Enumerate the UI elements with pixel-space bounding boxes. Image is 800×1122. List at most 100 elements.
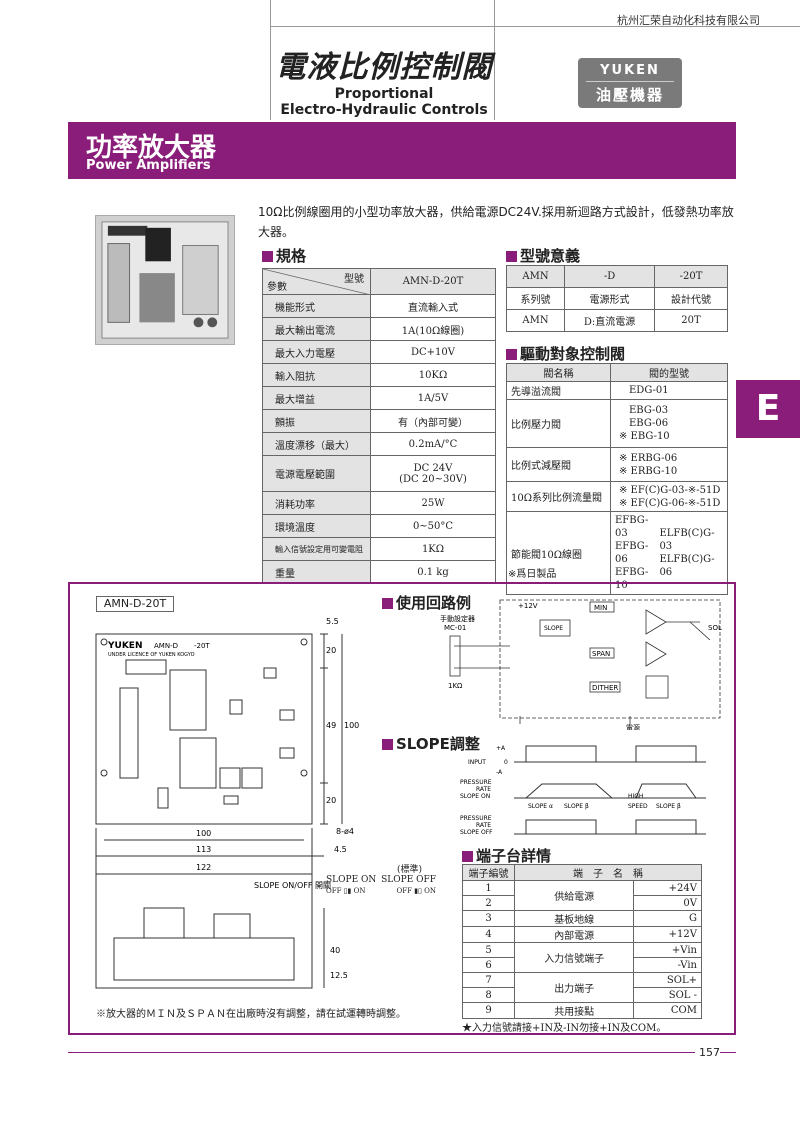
spec-value: 1KΩ: [370, 537, 496, 561]
model-cell: 電源形式: [564, 287, 656, 310]
model-heading-label: 型號意義: [520, 247, 581, 265]
terminal-heading-label: 端子台詳情: [476, 847, 552, 865]
slope-off-line: SLOPE OFF: [460, 829, 493, 836]
terminal-number: 1: [462, 880, 515, 896]
slope-input-label: INPUT: [468, 759, 486, 766]
model-heading: 型號意義: [506, 245, 580, 266]
banner-title: 功率放大器: [86, 133, 217, 163]
footer-rule: [68, 1052, 736, 1053]
spec-header-model: 型號: [344, 274, 364, 285]
terminal-signal: +Vin: [633, 942, 702, 958]
drive-valve-model: ※ EF(C)G-03-※-51D: [619, 484, 721, 496]
terminal-name: 基板地線: [513, 910, 635, 927]
model-cell: 設計代號: [654, 287, 728, 310]
slope-minus-a: -A: [496, 769, 503, 776]
spec-row: 溫度漂移（最大）0.2mA/°C: [262, 432, 496, 456]
switch-off-text: OFF: [396, 887, 412, 895]
terminal-signal: +24V: [633, 880, 702, 896]
spec-key: 最大入力電壓: [262, 340, 371, 364]
board-brand: YUKEN: [107, 641, 142, 651]
terminal-name: 內部電源: [513, 926, 635, 943]
terminal-number: 9: [462, 1002, 515, 1019]
drive-valve-model: ELFB(C)G-06: [659, 554, 715, 578]
dim-label: 5.5: [326, 617, 339, 626]
spec-value: 0.2mA/°C: [370, 432, 496, 456]
drive-valve-name: 先導溢流閥: [506, 381, 611, 400]
terminal-number: 8: [462, 987, 515, 1003]
slope-zero: 0: [504, 759, 508, 766]
spec-key: 消耗功率: [262, 491, 371, 515]
yuken-logo: YUKEN 油壓機器: [578, 58, 682, 108]
drive-valve-model: ※ ERBG-06: [619, 452, 678, 464]
terminal-number: 2: [462, 895, 515, 911]
terminal-number: 7: [462, 972, 515, 988]
dim-label: 8-ø4: [336, 827, 354, 836]
model-cell: -20T: [654, 265, 728, 288]
drive-valve-model: ※ EF(C)G-06-※-51D: [619, 497, 721, 509]
slope-timing-chart: +A 0 -A INPUT PRESSURE RATE SLOPE ON SLO…: [460, 745, 706, 836]
section-tab-e[interactable]: E: [736, 380, 800, 438]
slope-alpha: SLOPE α: [528, 803, 553, 810]
spec-key: 顫振: [262, 409, 371, 433]
terminal-signal: SOL -: [633, 987, 702, 1003]
dim-label: 122: [196, 863, 211, 872]
spec-key: 輸入信號設定用可變電阻: [262, 537, 371, 561]
page-subtitle: Proportional Electro-Hydraulic Controls: [272, 86, 496, 118]
drive-valve-models: ※ EF(C)G-03-※-51D ※ EF(C)G-06-※-51D: [610, 481, 728, 512]
model-cell: AMN: [505, 309, 566, 332]
logo-subtitle: 油壓機器: [586, 81, 674, 105]
slope-on-switch[interactable]: OFF ▯▮ ON: [326, 887, 366, 895]
banner-subtitle: Power Amplifiers: [86, 158, 211, 173]
drive-heading-label: 驅動對象控制閥: [520, 345, 626, 363]
terminal-signal: 0V: [633, 895, 702, 911]
model-cell: 系列號: [505, 287, 566, 310]
spec-key: 機能形式: [262, 294, 371, 318]
drive-valve-name: 比例式減壓閥: [506, 447, 611, 482]
model-cell: 20T: [654, 309, 728, 332]
slope-off-switch[interactable]: OFF ▮▯ ON: [396, 887, 436, 895]
subtitle-line-1: Proportional: [334, 86, 434, 102]
slope-on-line: SLOPE ON: [460, 793, 490, 800]
circuit-diagram: 手動設定器 MC-01 +12V MIN SLOPE SPAN DITHER S…: [440, 599, 722, 730]
terminal-number: 5: [462, 942, 515, 958]
terminal-col-header: 端 子 名 稱: [514, 864, 702, 881]
drive-heading: 驅動對象控制閥: [506, 343, 625, 364]
spec-value-line: (DC 20~30V): [399, 473, 467, 485]
intro-text: 10Ω比例線圈用的小型功率放大器，供給電源DC24V.採用新迴路方式設計，低發熱…: [258, 205, 734, 239]
spec-value: 直流輸入式: [370, 294, 496, 318]
bullet-square-icon: [462, 851, 473, 862]
drive-valve-model: EDG-01: [610, 381, 728, 400]
spec-key: 環境溫度: [262, 514, 371, 538]
drive-valve-model: EFBG-03: [615, 515, 649, 539]
divider: [494, 0, 495, 120]
drive-valve-model: ※ EBG-10: [619, 431, 670, 442]
spec-key: 輸入阻抗: [262, 363, 371, 387]
slope-switch-label: SLOPE ON/OFF 開關: [254, 881, 331, 890]
bullet-square-icon: [382, 598, 393, 609]
spec-header-corner: 型號 參數: [262, 268, 371, 295]
board-licence: UNDER LICENCE OF YUKEN KOGYO: [108, 652, 195, 658]
drive-valve-model: ※ ERBG-10: [619, 465, 678, 477]
slope-on-line: RATE: [476, 786, 491, 793]
amplifier-photo: [95, 215, 235, 345]
board-drawing: YUKEN AMN-D -20T UNDER LICENCE OF YUKEN …: [95, 617, 359, 989]
circuit-12v-label: +12V: [518, 602, 538, 610]
spec-value: DC+10V: [370, 340, 496, 364]
circuit-power-label: 電源: [626, 723, 640, 730]
min-span-note: ※放大器的ＭＩＮ及ＳＰＡＮ在出廠時沒有調整，請在試運轉時調整。: [96, 1009, 406, 1020]
drive-valve-name: 10Ω系列比例流量閥: [506, 481, 611, 512]
slope-off-label: SLOPE OFF: [381, 875, 436, 885]
terminal-number: 6: [462, 957, 515, 973]
terminal-name: 出力端子: [513, 972, 635, 1003]
drive-valve-model: EBG-06: [629, 418, 669, 429]
terminal-number: 3: [462, 910, 515, 927]
drive-valve-model: EBG-03: [629, 405, 669, 416]
